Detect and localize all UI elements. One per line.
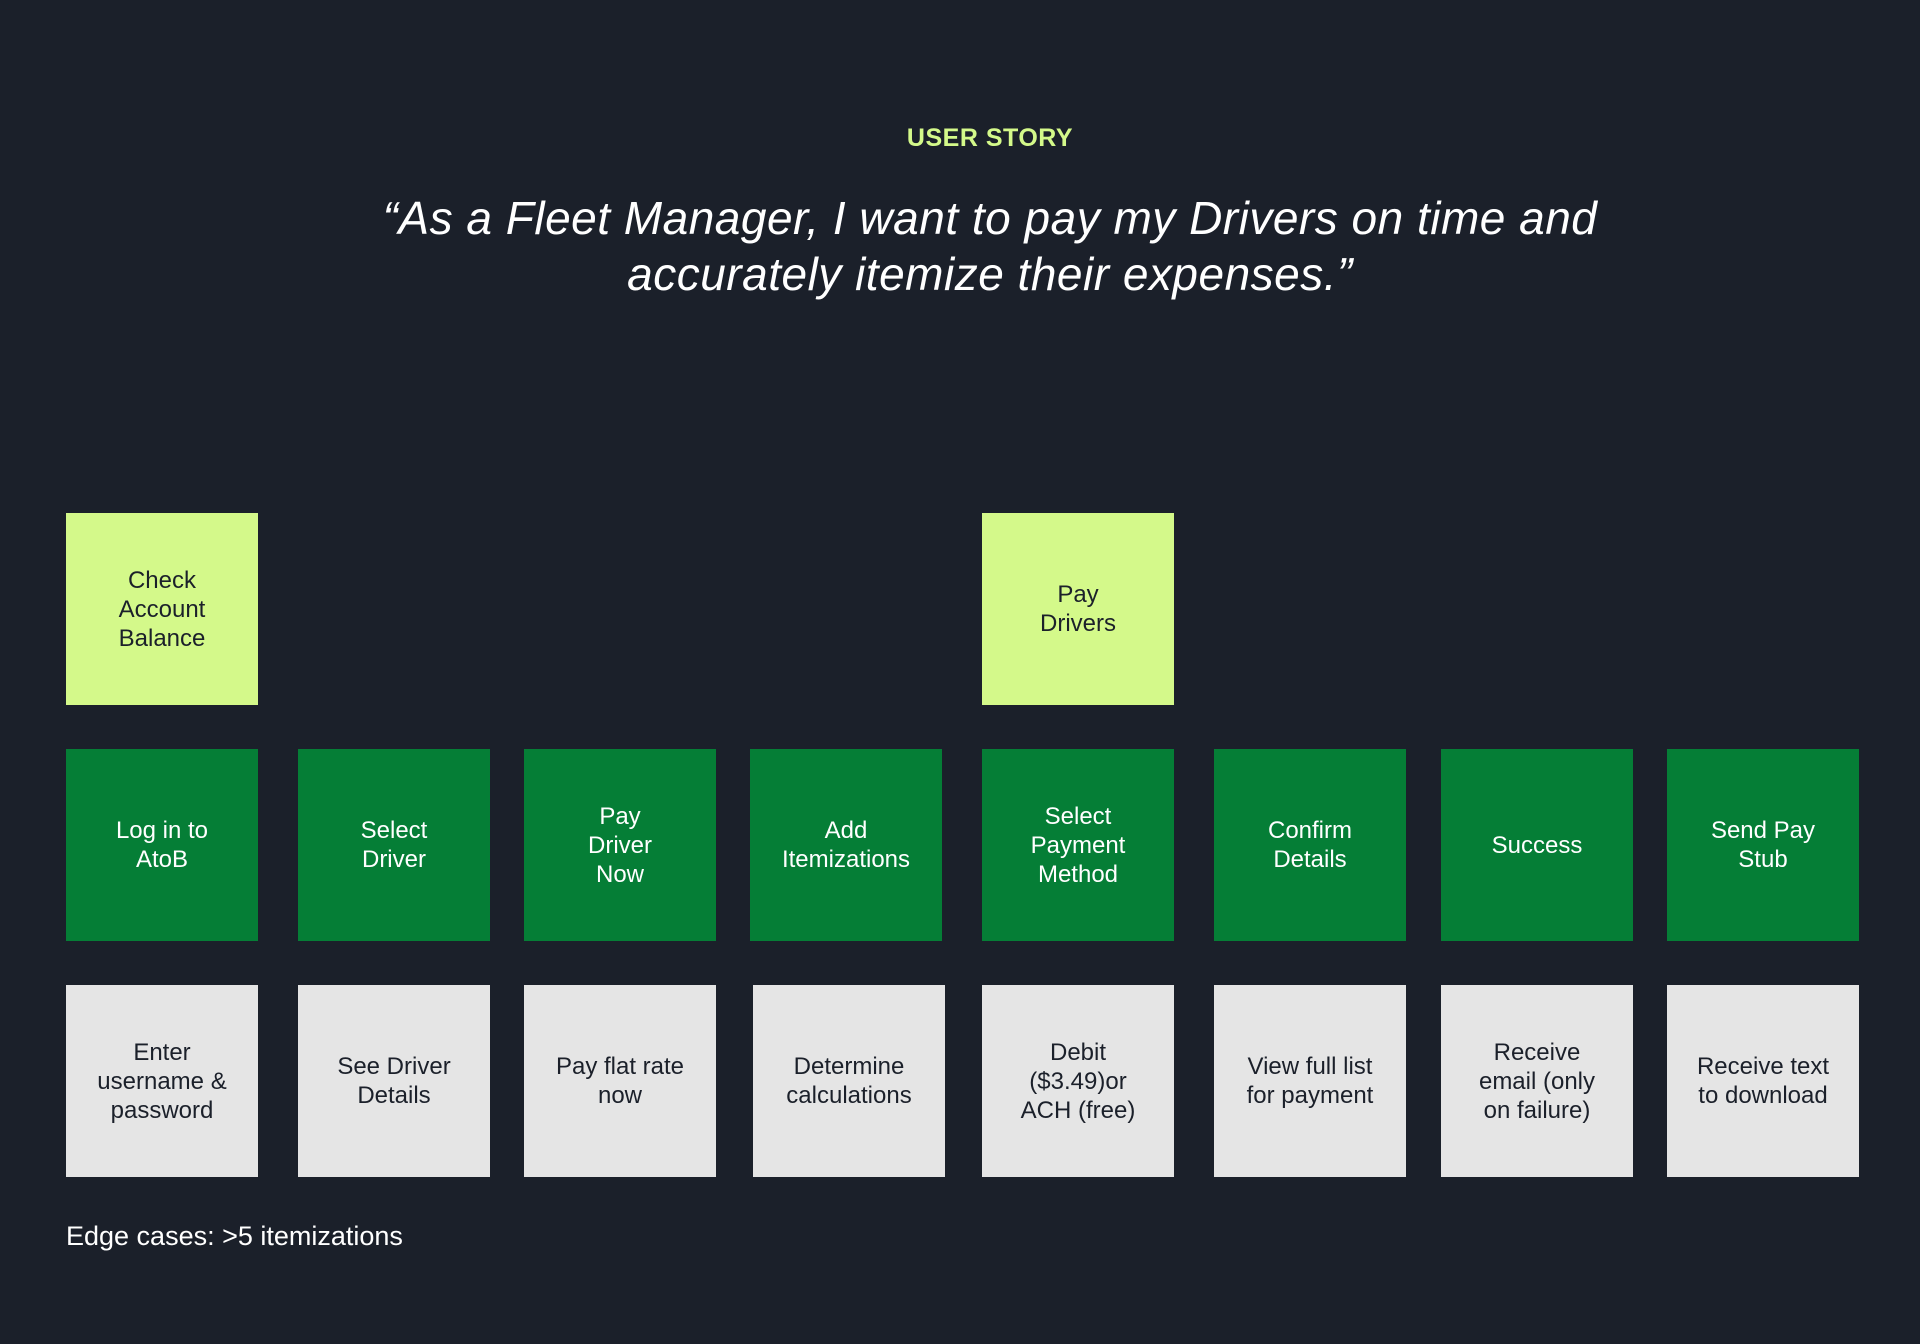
user-story-header: USER STORY [0,124,1920,153]
detail-receive-text: Receive text to download [1667,985,1859,1177]
step-pay-driver-now: Pay Driver Now [524,749,716,941]
eyebrow-label: USER STORY [906,124,1074,152]
detail-see-driver-details: See Driver Details [298,985,490,1177]
detail-debit-or-ach: Debit ($3.49)or ACH (free) [982,985,1174,1177]
epic-pay-drivers: Pay Drivers [982,513,1174,705]
step-log-in: Log in to AtoB [66,749,258,941]
step-add-itemizations: Add Itemizations [750,749,942,941]
step-select-driver: Select Driver [298,749,490,941]
step-confirm-details: Confirm Details [1214,749,1406,941]
detail-enter-credentials: Enter username & password [66,985,258,1177]
step-select-payment-method: Select Payment Method [982,749,1174,941]
detail-pay-flat-rate: Pay flat rate now [524,985,716,1177]
user-story-quote: “As a Fleet Manager, I want to pay my Dr… [0,190,1920,302]
detail-view-full-list: View full list for payment [1214,985,1406,1177]
detail-determine-calculations: Determine calculations [753,985,945,1177]
step-success: Success [1441,749,1633,941]
step-send-pay-stub: Send Pay Stub [1667,749,1859,941]
epic-check-account-balance: Check Account Balance [66,513,258,705]
edge-cases-note: Edge cases: >5 itemizations [66,1221,403,1251]
quote-line-2: accurately itemize their expenses.” [627,248,1353,300]
quote-line-1: “As a Fleet Manager, I want to pay my Dr… [382,192,1598,244]
detail-receive-email: Receive email (only on failure) [1441,985,1633,1177]
